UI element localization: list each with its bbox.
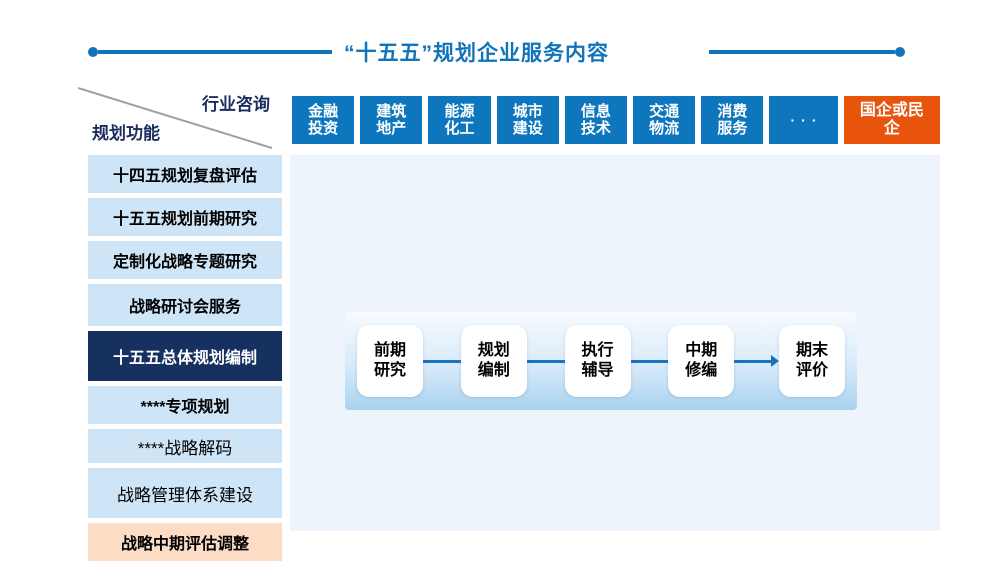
industry-tab-enterprise-type[interactable]: 国企或民 企 [843, 96, 941, 144]
industry-axis-label: 行业咨询 [202, 95, 270, 114]
process-step-preliminary-research: 前期 研究 [357, 325, 423, 397]
process-step-final-evaluation: 期末 评价 [779, 325, 845, 397]
process-step-execution-coaching: 执行 辅导 [564, 325, 631, 397]
function-item-custom-strategy-research[interactable]: 定制化战略专题研究 [88, 241, 282, 279]
function-item-15th-overall-plan-selected[interactable]: 十五五总体规划编制 [88, 331, 282, 381]
function-item-strategy-midterm-review[interactable]: 战略中期评估调整 [88, 523, 282, 561]
connector-line-1 [423, 359, 461, 363]
service-matrix-panel: 前期 研究 规划 编制 执行 辅导 中期 修编 期末 评价 [290, 155, 940, 531]
function-item-strategy-decode[interactable]: ****战略解码 [88, 429, 282, 463]
function-sidebar: 十四五规划复盘评估 十五五规划前期研究 定制化战略专题研究 战略研讨会服务 十五… [88, 155, 282, 561]
industry-tab-transport[interactable]: 交通 物流 [633, 96, 696, 144]
function-item-strategy-workshop[interactable]: 战略研讨会服务 [88, 284, 282, 326]
industry-tab-finance[interactable]: 金融 投资 [292, 96, 355, 144]
connector-arrow-icon [734, 354, 779, 367]
title-rule-left [88, 47, 332, 57]
rule-dot-left-icon [88, 47, 98, 57]
process-step-midterm-revision: 中期 修编 [668, 325, 735, 397]
process-step-plan-compilation: 规划 编制 [460, 325, 527, 397]
industry-tab-urban[interactable]: 城市 建设 [496, 96, 559, 144]
industry-tab-consumer[interactable]: 消费 服务 [701, 96, 764, 144]
title-row: “十五五”规划企业服务内容 [88, 38, 905, 66]
rule-line-right [709, 50, 895, 54]
function-item-special-plan[interactable]: ****专项规划 [88, 386, 282, 424]
function-item-strategy-management-system[interactable]: 战略管理体系建设 [88, 468, 282, 518]
matrix-corner-cell: 行业咨询 规划功能 [78, 86, 272, 150]
rule-dot-right-icon [895, 47, 905, 57]
industry-tab-energy[interactable]: 能源 化工 [428, 96, 491, 144]
connector-line-3 [630, 359, 669, 363]
function-item-14th-plan-review[interactable]: 十四五规划复盘评估 [88, 155, 282, 193]
diagonal-divider-line [78, 87, 272, 149]
rule-line-left [98, 50, 332, 54]
title-rule-right [709, 47, 905, 57]
connector-line-2 [526, 359, 565, 363]
page-title: “十五五”规划企业服务内容 [344, 42, 609, 65]
function-item-15th-plan-preliminary-research[interactable]: 十五五规划前期研究 [88, 198, 282, 236]
process-flow-band: 前期 研究 规划 编制 执行 辅导 中期 修编 期末 评价 [345, 312, 857, 410]
industry-tab-it[interactable]: 信息 技术 [564, 96, 628, 144]
function-axis-label: 规划功能 [92, 124, 160, 143]
industry-tab-more[interactable]: ··· [769, 96, 838, 144]
industry-tab-construction[interactable]: 建筑 地产 [360, 96, 423, 144]
industry-header-row: 金融 投资 建筑 地产 能源 化工 城市 建设 信息 技术 交通 物流 消费 服… [292, 96, 941, 144]
